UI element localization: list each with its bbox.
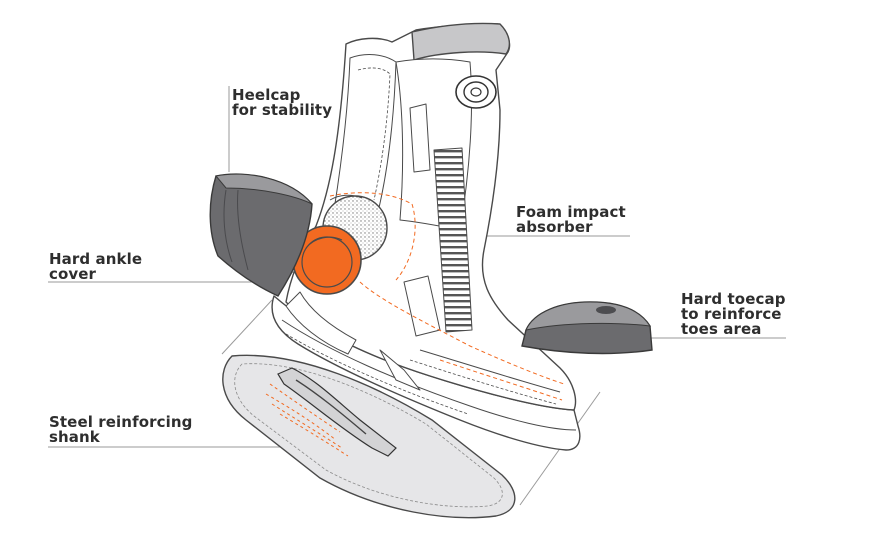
callout-foam-impact-absorber: Foam impact absorber <box>516 203 626 236</box>
ankle-protector-disk <box>292 225 362 295</box>
leader-insole-left <box>221 299 273 355</box>
hard-ankle-cover <box>209 173 313 297</box>
boa-dial-icon <box>455 75 497 109</box>
callout-steel-shank: Steel reinforcing shank <box>49 413 193 446</box>
callout-heelcap: Heelcap for stability <box>232 86 333 119</box>
hard-toecap <box>521 301 653 355</box>
boot-body <box>271 22 581 451</box>
internal-outlines <box>329 192 565 401</box>
steel-shank <box>265 367 397 457</box>
callout-hard-toecap: Hard toecap to reinforce toes area <box>681 290 786 338</box>
callout-hard-ankle-cover: Hard ankle cover <box>49 250 143 283</box>
